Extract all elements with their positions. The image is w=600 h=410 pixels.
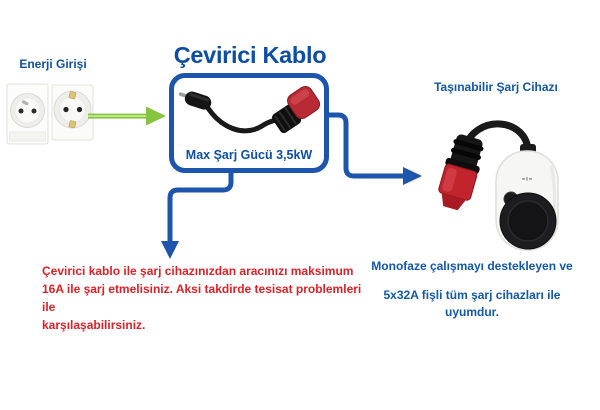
right-arrow-icon: [328, 112, 422, 185]
converter-cable-image: [178, 85, 321, 134]
warning-line: karşılaşabilirsiniz.: [42, 318, 146, 332]
green-arrow-icon: [88, 106, 166, 126]
portable-charger-image: [438, 120, 559, 251]
wall-socket-schuko-icon: [51, 84, 94, 141]
converter-box-label: Max Şarj Gücü 3,5kW: [185, 148, 313, 162]
charger-label: Taşınabilir Şarj Cihazı: [434, 80, 558, 94]
converter-box: Max Şarj Gücü 3,5kW: [169, 73, 329, 173]
wall-sockets-image: [6, 83, 94, 145]
down-arrow-icon: [161, 172, 234, 259]
warning-text: Çevirici kablo ile şarj cihazınızdan ara…: [42, 262, 372, 334]
compatibility-line: 5x32A fişli tüm şarj cihazları ile uyumd…: [383, 288, 561, 319]
energy-input-label: Enerji Girişi: [19, 57, 87, 71]
compatibility-line: Monofaze çalışmayı destekleyen ve: [371, 259, 573, 273]
warning-line: 16A ile şarj etmelisiniz. Aksi takdirde …: [42, 282, 362, 314]
warning-line: Çevirici kablo ile şarj cihazınızdan ara…: [42, 264, 354, 278]
converter-title: Çevirici Kablo: [173, 42, 327, 68]
wall-socket-type-e-icon: [6, 83, 49, 145]
compatibility-text: Monofaze çalışmayı destekleyen ve 5x32A …: [356, 258, 588, 321]
